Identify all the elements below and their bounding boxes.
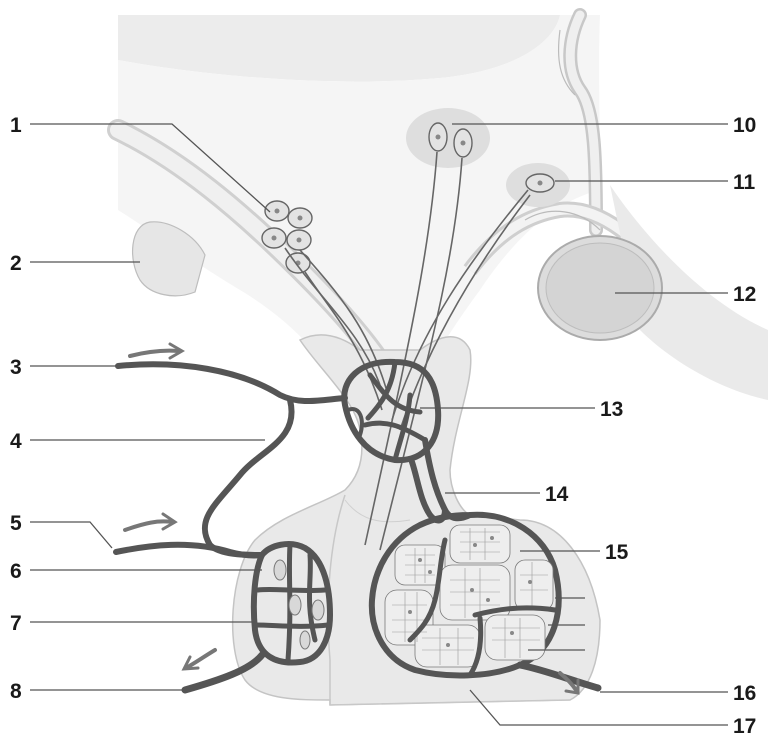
label-8: 8 [10, 680, 22, 703]
artery-5 [116, 545, 262, 556]
label-5: 5 [10, 512, 22, 535]
label-16: 16 [733, 682, 756, 705]
label-14: 14 [545, 483, 569, 506]
label-2: 2 [10, 252, 22, 275]
label-17: 17 [733, 715, 756, 738]
label-7: 7 [10, 612, 22, 635]
label-6: 6 [10, 560, 22, 583]
label-10: 10 [733, 114, 756, 137]
nucleus-zone-10 [406, 108, 490, 168]
label-4: 4 [10, 430, 22, 453]
label-11: 11 [733, 171, 756, 194]
label-3: 3 [10, 356, 22, 379]
artery-3 [118, 364, 345, 401]
label-12: 12 [733, 283, 756, 306]
label-15: 15 [605, 541, 629, 564]
label-13: 13 [600, 398, 623, 421]
label-1: 1 [10, 114, 22, 137]
